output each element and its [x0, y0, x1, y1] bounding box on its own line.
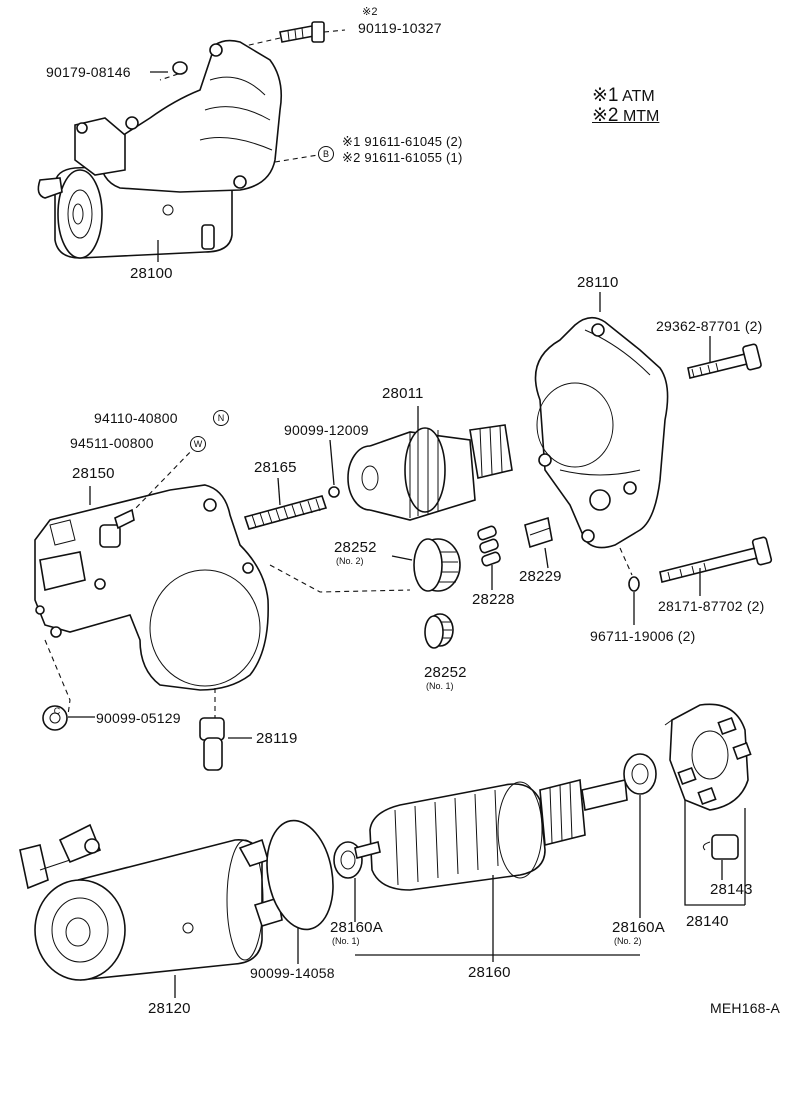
label-28143: 28143 — [710, 881, 753, 898]
retainer-28229-drawing — [524, 516, 553, 549]
part-28119-drawing — [199, 717, 225, 771]
armature-28160-drawing — [354, 778, 628, 891]
label-28252-no1-sub: (No. 1) — [426, 681, 454, 691]
gear-28252-no2-drawing — [413, 538, 461, 592]
label-28171-87702: 28171-87702 (2) — [658, 598, 765, 614]
nut-90099-05129-drawing — [42, 705, 68, 731]
label-94110-40800: 94110-40800 — [94, 410, 178, 426]
label-28011: 28011 — [382, 385, 424, 402]
marker-w-icon: W — [190, 436, 206, 452]
clutch-28011-drawing — [347, 424, 513, 521]
label-28100: 28100 — [130, 265, 173, 282]
label-90099-12009: 90099-12009 — [284, 422, 369, 438]
legend-mark: ※1 — [592, 85, 619, 106]
label-28165: 28165 — [254, 459, 297, 476]
label-28140: 28140 — [686, 913, 729, 930]
label-91611-61045: ※1 91611-61045 (2) — [342, 134, 463, 149]
label-28160a-no1: 28160A — [330, 919, 383, 936]
label-90099-14058: 90099-14058 — [250, 965, 335, 981]
label-28119: 28119 — [256, 730, 298, 747]
legend-item-mtm: ※2 MTM — [592, 106, 659, 127]
label-28229: 28229 — [519, 568, 562, 585]
bolt-29362-drawing — [687, 343, 762, 379]
rollers-28228-drawing — [477, 525, 501, 567]
ball-90099-12009-drawing — [328, 486, 340, 498]
label-28252-no2-sub: (No. 2) — [336, 556, 364, 566]
legend-item-atm: ※1 ATM — [592, 86, 655, 107]
o-ring-90099-14058-drawing — [266, 819, 334, 931]
diagram-code: MEH168-A — [710, 1000, 781, 1016]
washer-96711-drawing — [628, 576, 640, 592]
gear-28252-no1-drawing — [424, 613, 454, 649]
label-91611-61055: ※2 91611-61055 (1) — [342, 150, 463, 165]
label-28120: 28120 — [148, 1000, 191, 1017]
label-28252-no2: 28252 — [334, 539, 377, 556]
label-90119-10327: 90119-10327 — [358, 20, 442, 36]
label-28160a-no2-sub: (No. 2) — [614, 936, 642, 946]
label-90099-05129: 90099-05129 — [96, 710, 181, 726]
brush-holder-28140-drawing — [664, 703, 752, 811]
marker-c-icon: C — [53, 706, 61, 716]
bolt-90119-drawing — [279, 21, 325, 43]
label-90179-08146: 90179-08146 — [46, 64, 131, 80]
marker-n-icon: N — [213, 410, 229, 426]
bearing-28160a-no2-drawing — [623, 753, 657, 795]
legend-text: ATM — [622, 88, 655, 105]
housing-28110-drawing — [534, 316, 669, 549]
label-96711-19006: 96711-19006 (2) — [590, 628, 696, 644]
label-star2-top: ※2 — [362, 6, 378, 18]
legend-mark: ※2 — [592, 105, 619, 126]
label-94511-00800: 94511-00800 — [70, 435, 154, 451]
legend-text: MTM — [622, 108, 660, 125]
bolt-28171-drawing — [659, 536, 773, 583]
label-28252-no1: 28252 — [424, 664, 467, 681]
label-28160: 28160 — [468, 964, 511, 981]
housing-28150-drawing — [34, 484, 269, 691]
label-28160a-no2: 28160A — [612, 919, 665, 936]
brush-28143-drawing — [702, 834, 739, 860]
label-28160a-no1-sub: (No. 1) — [332, 936, 360, 946]
label-29362-87701: 29362-87701 (2) — [656, 318, 763, 334]
field-frame-28120-drawing — [19, 823, 283, 981]
spring-28165-drawing — [243, 495, 328, 530]
marker-b-icon: B — [318, 146, 334, 162]
starter-assembly-28100-drawing — [37, 39, 283, 259]
label-28110: 28110 — [577, 274, 619, 291]
label-28228: 28228 — [472, 591, 515, 608]
label-28150: 28150 — [72, 465, 115, 482]
